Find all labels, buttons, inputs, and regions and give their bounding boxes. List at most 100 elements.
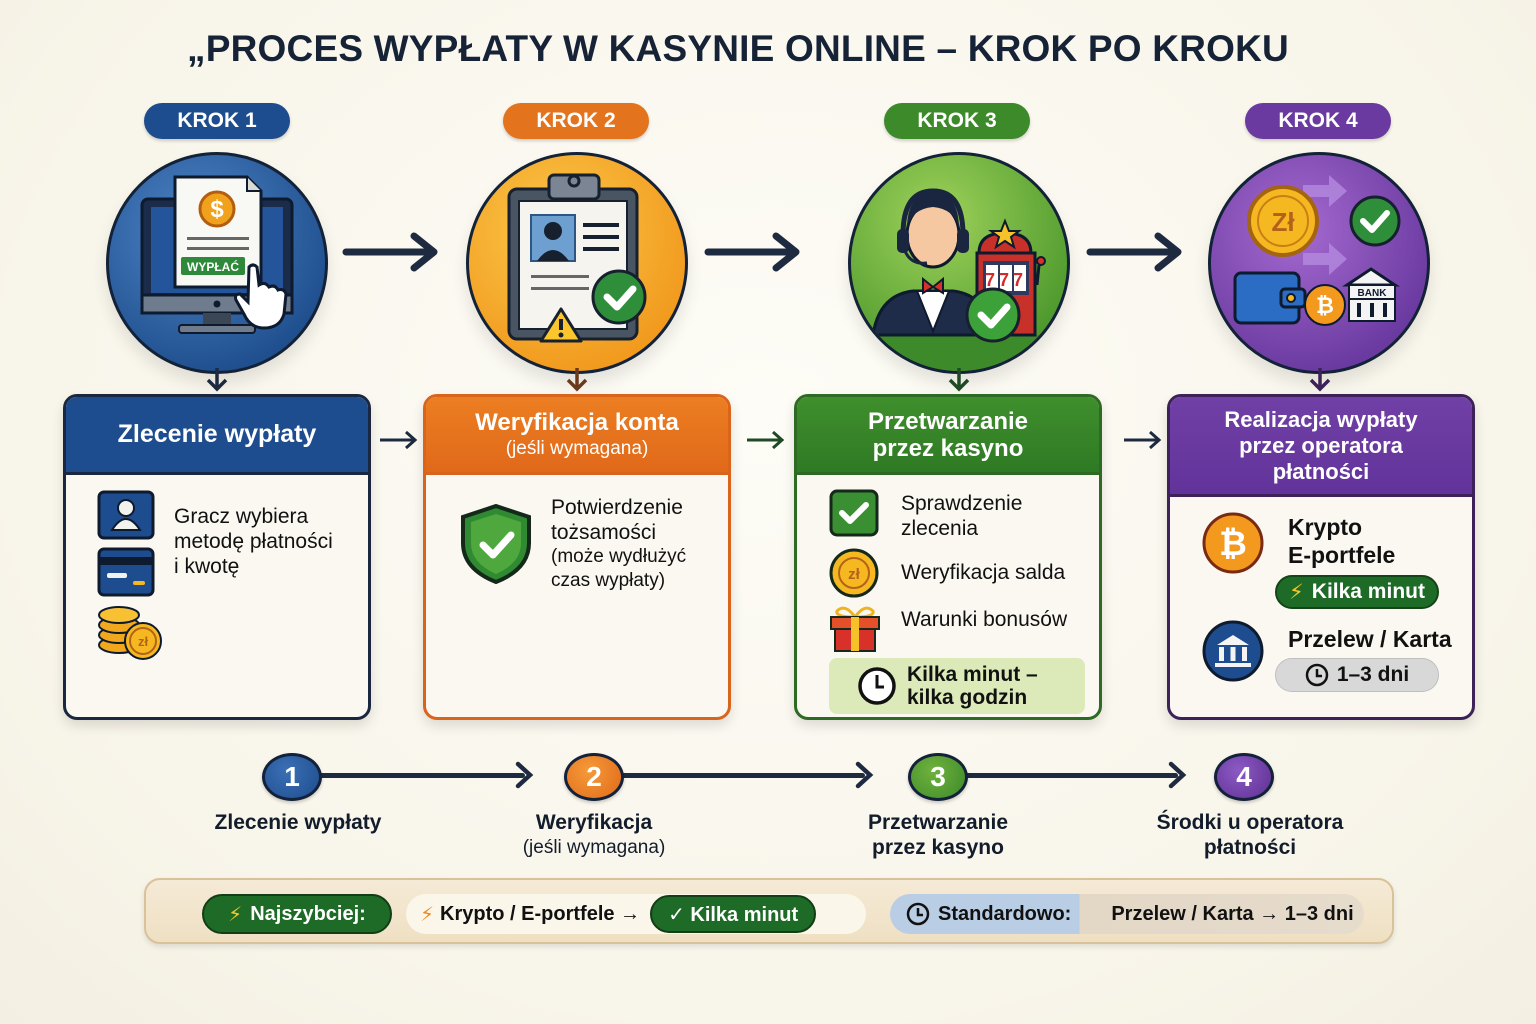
timeline-label-1: Zlecenie wypłaty <box>188 810 408 835</box>
lightning-icon: ⚡ <box>228 903 243 926</box>
clipboard-id-icon <box>466 152 688 374</box>
step-4-card: Realizacja wypłaty przez operatora płatn… <box>1167 394 1475 720</box>
timeline-step-1: 1 <box>262 753 322 801</box>
fastest-method-pill: ⚡ Krypto / E-portfele → ✓ Kilka minut <box>406 894 866 934</box>
timeline-connector <box>615 773 865 778</box>
timeline-arrow-icon <box>855 761 874 789</box>
flow-arrow-icon <box>342 232 438 272</box>
timeline-label-4: Środki u operatora płatności <box>1140 810 1360 860</box>
small-arrow-icon <box>1124 430 1162 450</box>
timeline-arrow-icon <box>1168 761 1187 789</box>
item-check-order: Sprawdzenie zlecenia <box>901 491 1022 541</box>
description-line: i kwotę <box>174 555 240 578</box>
timeline-connector <box>960 773 1178 778</box>
credit-card-icon <box>97 547 155 597</box>
card-title-text: Weryfikacja konta <box>475 408 679 436</box>
zl-coin-icon: zł <box>829 548 879 598</box>
standard-label-text: Standardowo: <box>938 902 1072 925</box>
timeline-step-4: 4 <box>1214 753 1274 801</box>
svg-text:BANK: BANK <box>1358 288 1388 299</box>
step-2-card: Weryfikacja konta (jeśli wymagana) Potwi… <box>423 394 731 720</box>
lightning-icon: ⚡ <box>1289 580 1304 604</box>
standard-method-text: Przelew / Karta → 1–3 dni <box>1111 902 1354 925</box>
time-text: 1–3 dni <box>1336 663 1410 686</box>
timeline-step-2: 2 <box>564 753 624 801</box>
method-crypto-name: Krypto E-portfele <box>1288 513 1395 569</box>
description-line: tożsamości <box>551 521 657 544</box>
step-3-pill: KROK 3 <box>884 103 1030 139</box>
shield-check-icon <box>461 503 531 585</box>
svg-text:777: 777 <box>985 270 1027 290</box>
fastest-label-pill: ⚡ Najszybciej: <box>202 894 392 934</box>
standard-pill: Standardowo: Przelew / Karta → 1–3 dni <box>890 894 1364 934</box>
clock-icon <box>858 667 896 705</box>
fastest-time-badge: ✓ Kilka minut <box>650 895 817 933</box>
step-4-pill: KROK 4 <box>1245 103 1391 139</box>
step-3-card: Przetwarzanie przez kasyno Sprawdzenie z… <box>794 394 1102 720</box>
time-text: Kilka minut <box>1311 580 1425 603</box>
step-4-card-title: Realizacja wypłaty przez operatora płatn… <box>1170 397 1472 497</box>
flow-arrow-icon <box>1086 232 1182 272</box>
page-title: „PROCES WYPŁATY W KASYNIE ONLINE – KROK … <box>0 28 1536 70</box>
down-arrow-icon <box>566 368 588 392</box>
description-line: Gracz wybiera <box>174 505 309 528</box>
clock-icon <box>906 902 930 926</box>
gift-icon <box>830 606 880 652</box>
description-line: Potwierdzenie <box>551 496 683 519</box>
step-1-card: Zlecenie wypłaty zł Gracz wybiera metodę… <box>63 394 371 720</box>
down-arrow-icon <box>1309 368 1331 392</box>
bank-icon <box>1202 620 1264 682</box>
coins-zl-icon: zł <box>98 606 162 660</box>
card-title-text: przez kasyno <box>872 434 1024 462</box>
user-icon <box>97 490 155 540</box>
processing-time-box: Kilka minut – kilka godzin <box>829 658 1085 714</box>
step-2-card-title: Weryfikacja konta (jeśli wymagana) <box>426 397 728 475</box>
down-arrow-icon <box>206 368 228 392</box>
fastest-method-text: Krypto / E-portfele → <box>440 902 641 925</box>
description-line: (może wydłużyć <box>551 546 687 567</box>
step-2-pill: KROK 2 <box>503 103 649 139</box>
timeline-step-3: 3 <box>908 753 968 801</box>
lightning-icon: ⚡ <box>420 903 435 926</box>
step-1-card-title: Zlecenie wypłaty <box>66 397 368 475</box>
description-line: metodę płatności <box>174 530 333 553</box>
item-verify-balance: Weryfikacja salda <box>901 561 1066 584</box>
svg-text:zł: zł <box>138 634 149 649</box>
down-arrow-icon <box>948 368 970 392</box>
svg-text:zł: zł <box>848 566 861 583</box>
step-1-description: Gracz wybiera metodę płatności i kwotę <box>174 504 333 579</box>
card-title-text: Przetwarzanie <box>867 407 1029 435</box>
timeline-label-text: przez kasyno <box>872 836 1004 859</box>
fastest-label-text: Najszybciej: <box>250 902 366 925</box>
flow-arrow-icon <box>704 232 800 272</box>
description-line: czas wypłaty) <box>551 570 666 591</box>
checkbox-icon <box>829 489 879 537</box>
svg-text:$: $ <box>210 196 224 223</box>
time-text: Kilka minut – <box>907 663 1038 686</box>
method-name-text: E-portfele <box>1288 542 1396 568</box>
clock-icon <box>1305 663 1329 687</box>
timeline-label-text: Weryfikacja <box>535 811 653 834</box>
small-arrow-icon <box>380 430 418 450</box>
step-3-card-title: Przetwarzanie przez kasyno <box>797 397 1099 475</box>
card-subtitle-text: (jeśli wymagana) <box>505 437 649 459</box>
timeline-label-text: Zlecenie wypłaty <box>214 811 382 834</box>
payment-operator-icon: Zł ₿ BANK <box>1208 152 1430 374</box>
page-title-text: „PROCES WYPŁATY W KASYNIE ONLINE – KROK … <box>187 28 1289 69</box>
step-1-pill: KROK 1 <box>144 103 290 139</box>
timeline-label-2: Weryfikacja (jeśli wymagana) <box>484 810 704 860</box>
item-bonus-terms: Warunki bonusów <box>901 608 1068 631</box>
timeline-arrow-icon <box>515 761 534 789</box>
timeline-label-text: Przetwarzanie <box>867 811 1009 834</box>
card-title-text: Realizacja wypłaty <box>1224 406 1418 432</box>
card-title-text: płatności <box>1272 458 1370 484</box>
card-title-text: przez operatora <box>1239 432 1403 458</box>
bitcoin-icon: ₿ <box>1202 512 1264 574</box>
time-text: kilka godzin <box>907 686 1028 709</box>
casino-operator-icon: 777 <box>848 152 1070 374</box>
fast-time-tag: ⚡ Kilka minut <box>1275 575 1439 609</box>
small-arrow-icon <box>747 430 785 450</box>
svg-text:₿: ₿ <box>1316 293 1334 318</box>
method-name-text: Krypto <box>1288 514 1363 540</box>
timeline-connector <box>310 773 525 778</box>
